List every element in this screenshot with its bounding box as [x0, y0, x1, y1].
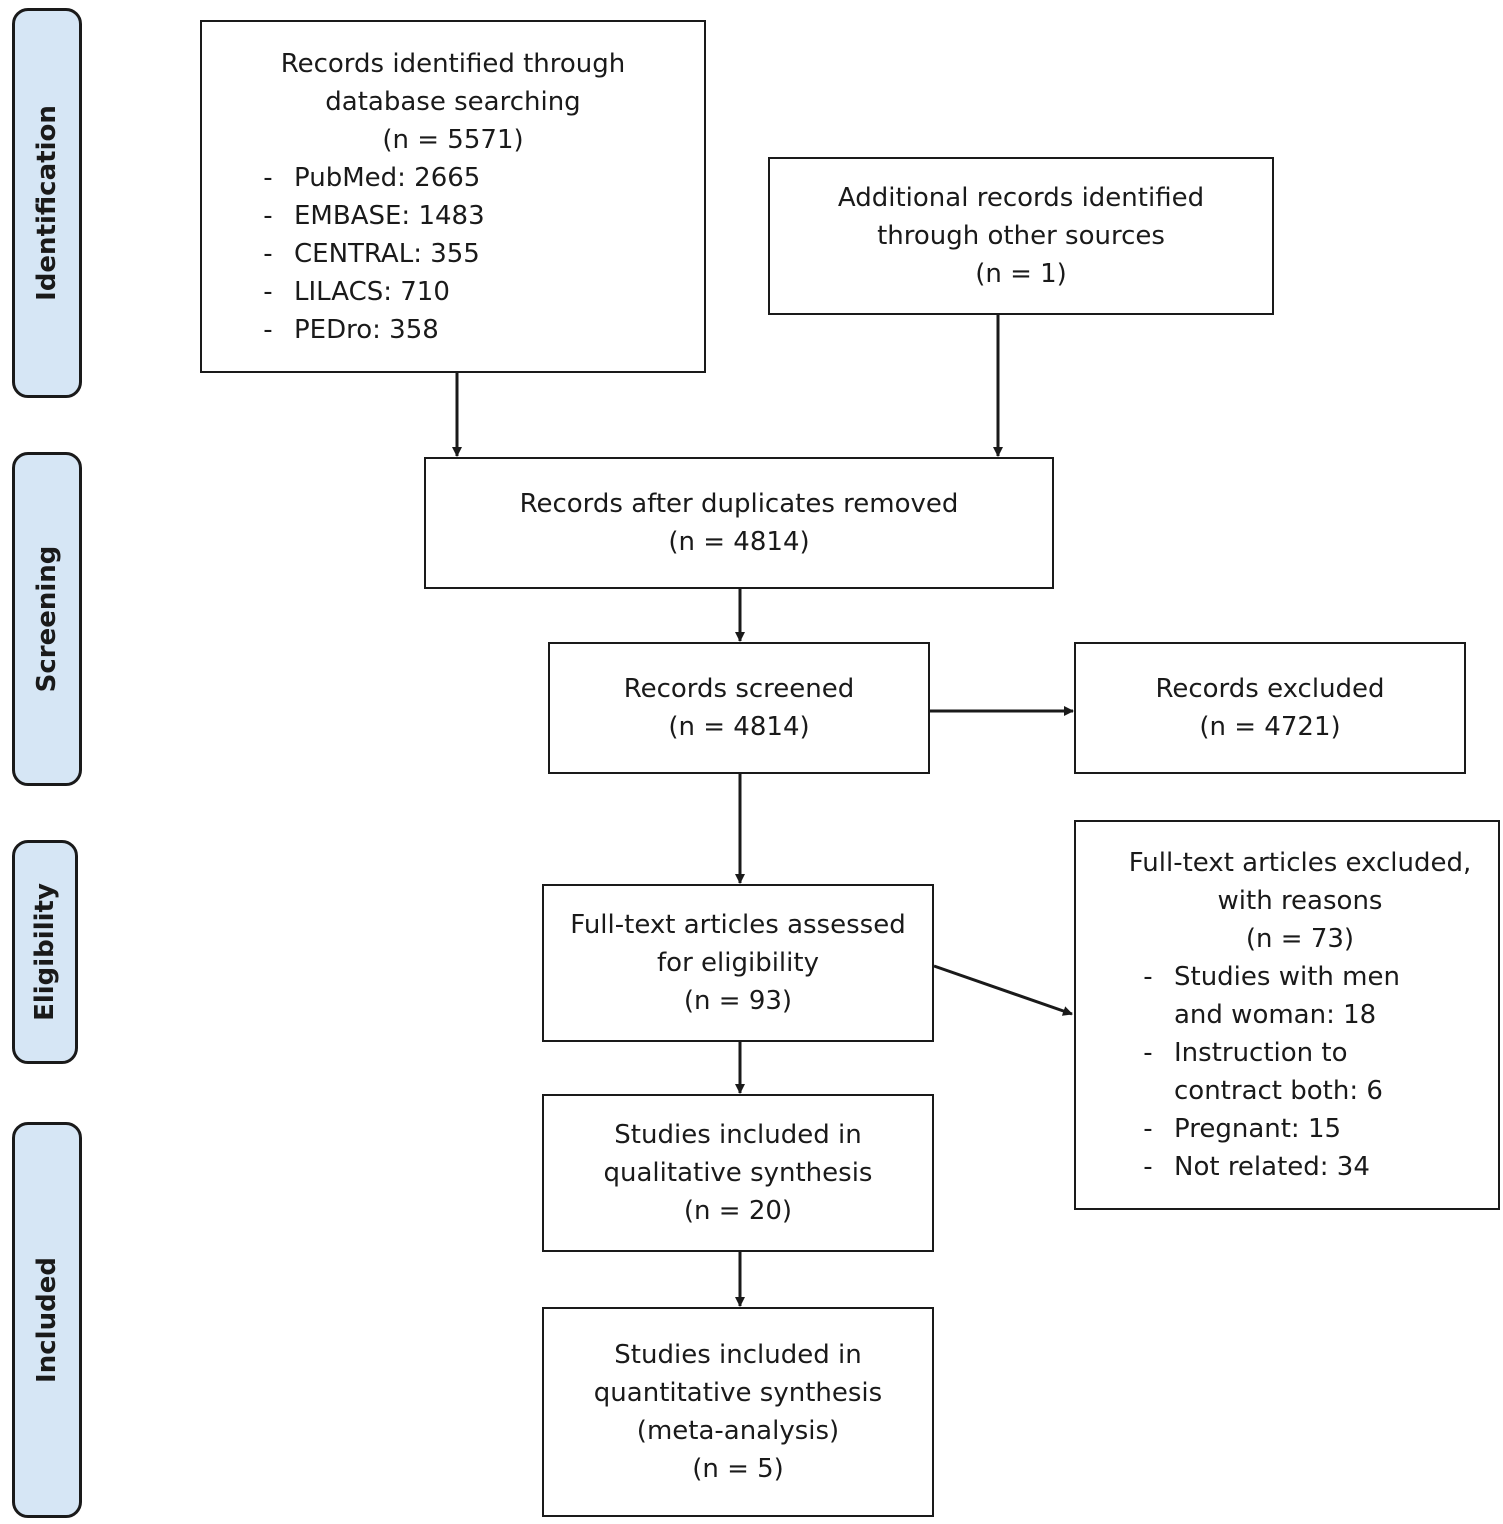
list-item-line: Studies with men	[1174, 962, 1400, 992]
box-line: (n = 4721)	[1199, 712, 1341, 742]
arrow-fulltext-to-excluded	[933, 964, 1073, 1016]
box-line: Records excluded	[1155, 674, 1385, 704]
list-bullet: -	[1143, 1152, 1153, 1182]
qualitative-synthesis-box: Studies included in qualitative synthesi…	[542, 1094, 934, 1252]
box-line: Full-text articles excluded,	[1128, 848, 1472, 878]
box-line: Studies included in	[614, 1340, 862, 1370]
database-search-box: Records identified through database sear…	[200, 20, 706, 373]
list-item: -Instruction to contract both: 6	[1122, 1034, 1478, 1110]
box-line: (n = 73)	[1245, 924, 1355, 954]
box-line: (n = 4814)	[668, 712, 810, 742]
box-line: database searching	[325, 86, 581, 117]
list-bullet: -	[1143, 1114, 1153, 1144]
stage-identification: Identification	[12, 8, 82, 398]
stage-screening: Screening	[12, 452, 82, 786]
records-excluded-box: Records excluded (n = 4721)	[1074, 642, 1466, 774]
list-item: -Pregnant: 15	[1122, 1110, 1478, 1148]
list-item-label: EMBASE: 1483	[294, 200, 485, 231]
fulltext-assessed-box: Full-text articles assessed for eligibil…	[542, 884, 934, 1042]
list-item: -CENTRAL: 355	[242, 235, 664, 273]
list-bullet: -	[263, 162, 273, 193]
box-line: Studies included in	[614, 1120, 862, 1150]
box-line: through other sources	[877, 221, 1165, 251]
list-bullet: -	[263, 238, 273, 269]
box-line: (meta-analysis)	[636, 1416, 840, 1446]
list-bullet: -	[1143, 1038, 1153, 1068]
list-item-label: LILACS: 710	[294, 276, 450, 307]
list-item-label: Pregnant: 15	[1174, 1114, 1342, 1144]
list-bullet: -	[263, 276, 273, 307]
duplicates-removed-box: Records after duplicates removed (n = 48…	[424, 457, 1054, 589]
box-line: (n = 1)	[975, 259, 1067, 289]
fulltext-excluded-box: Full-text articles excluded, with reason…	[1074, 820, 1500, 1210]
list-item-line: and woman: 18	[1174, 1000, 1377, 1030]
other-sources-box: Additional records identified through ot…	[768, 157, 1274, 315]
list-item: -Not related: 34	[1122, 1148, 1478, 1186]
list-bullet: -	[1143, 962, 1153, 992]
box-line: with reasons	[1217, 886, 1383, 916]
box-line: Records screened	[623, 674, 855, 704]
box-line: Records after duplicates removed	[519, 489, 959, 519]
box-line: (n = 4814)	[668, 527, 810, 557]
list-item: -Studies with men and woman: 18	[1122, 958, 1478, 1034]
list-item-label: Not related: 34	[1174, 1152, 1370, 1182]
stage-eligibility: Eligibility	[12, 840, 78, 1064]
list-item: -PubMed: 2665	[242, 159, 664, 197]
box-line: (n = 93)	[683, 986, 793, 1016]
box-line: (n = 5)	[692, 1454, 784, 1484]
list-item-line: contract both: 6	[1174, 1076, 1383, 1106]
box-line: Records identified through	[280, 48, 626, 79]
box-line: Additional records identified	[837, 183, 1205, 213]
box-line: quantitative synthesis	[593, 1378, 883, 1408]
list-item: -EMBASE: 1483	[242, 197, 664, 235]
list-bullet: -	[263, 314, 273, 345]
list-item-label: Studies with men and woman: 18	[1174, 958, 1400, 1034]
quantitative-synthesis-box: Studies included in quantitative synthes…	[542, 1307, 934, 1517]
list-bullet: -	[263, 200, 273, 231]
list-item-label: Instruction to contract both: 6	[1174, 1034, 1383, 1110]
list-item-line: Instruction to	[1174, 1038, 1348, 1068]
stage-included: Included	[12, 1122, 82, 1518]
box-line: for eligibility	[657, 948, 819, 978]
box-line: (n = 5571)	[382, 124, 524, 155]
box-line: (n = 20)	[683, 1196, 793, 1226]
list-item: -LILACS: 710	[242, 273, 664, 311]
box-line: Full-text articles assessed	[570, 910, 906, 940]
box-line: qualitative synthesis	[603, 1158, 873, 1188]
list-item-label: PubMed: 2665	[294, 162, 481, 193]
list-item-label: CENTRAL: 355	[294, 238, 480, 269]
list-item-label: PEDro: 358	[294, 314, 439, 345]
list-item: -PEDro: 358	[242, 311, 664, 349]
records-screened-box: Records screened (n = 4814)	[548, 642, 930, 774]
